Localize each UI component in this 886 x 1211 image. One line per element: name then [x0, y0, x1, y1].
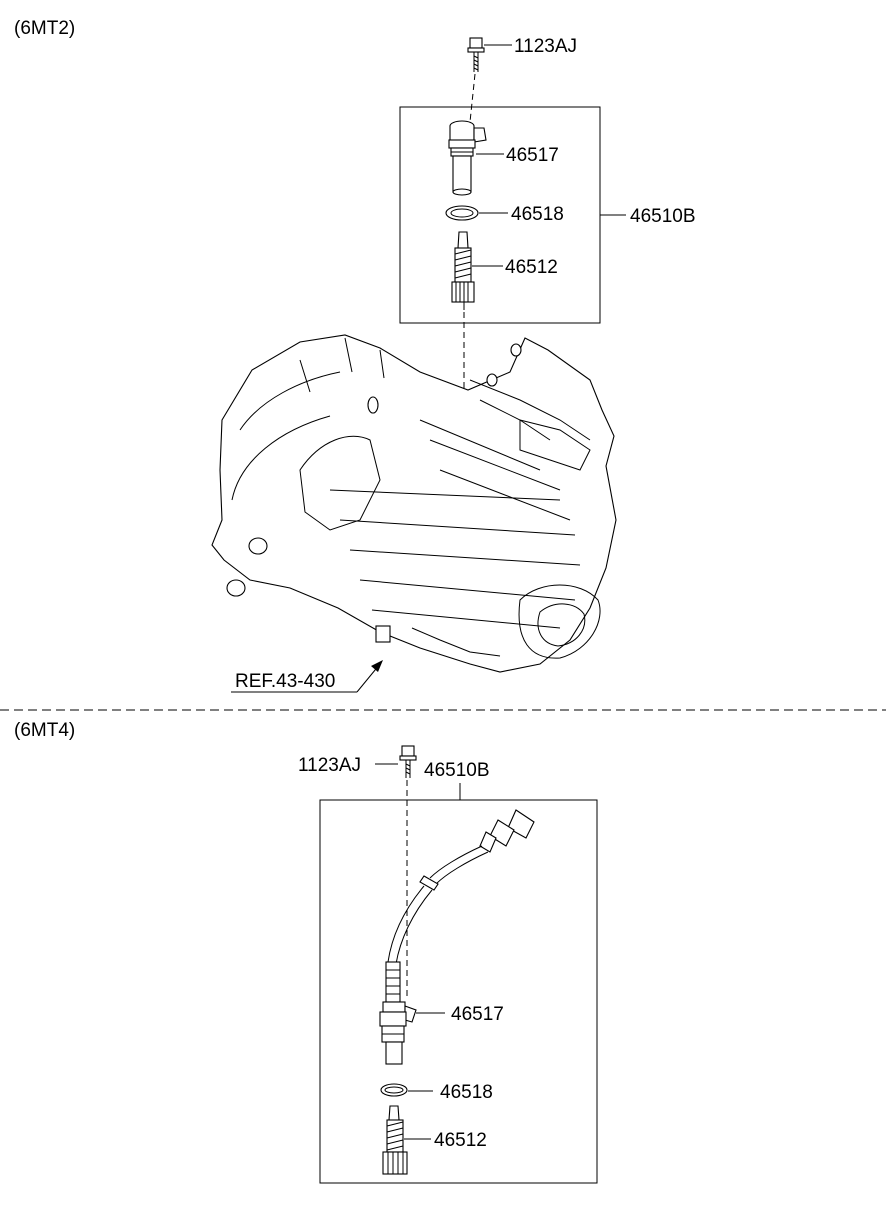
- callout-bolt-6mt2: 1123AJ: [514, 36, 577, 57]
- callout-gear-6mt2: 46512: [505, 257, 558, 278]
- install-axis-upper: [469, 73, 476, 123]
- callout-assembly-6mt2: 46510B: [630, 206, 696, 227]
- driven-gear-part-6mt4: [382, 1105, 408, 1175]
- callout-sensor-6mt2: 46517: [506, 145, 559, 166]
- callout-oring-6mt4: 46518: [440, 1082, 493, 1103]
- ref-arrow-head: [371, 660, 383, 672]
- section-6mt4: (6MT4) 1123AJ 46510B: [14, 720, 598, 1184]
- harness-sensor-part: [379, 809, 535, 1065]
- assembly-box-6mt4: [319, 799, 598, 1184]
- bolt-part-6mt4: [399, 745, 417, 778]
- callout-sensor-6mt4: 46517: [451, 1004, 504, 1025]
- callout-oring-6mt2: 46518: [511, 204, 564, 225]
- bolt-part: [467, 37, 485, 72]
- assembly-box-6mt2: [399, 106, 601, 324]
- driven-gear-part: [451, 231, 475, 310]
- o-ring-part: [445, 205, 479, 221]
- transaxle-housing: [211, 334, 617, 673]
- callout-assembly-6mt4: 46510B: [424, 760, 490, 781]
- section-6mt2: (6MT2) 1123AJ 46510B 46: [14, 18, 696, 693]
- ref-label: REF.43-430: [235, 671, 335, 692]
- callout-bolt-6mt4: 1123AJ: [298, 755, 361, 776]
- variant-label-6mt2: (6MT2): [14, 18, 75, 39]
- speed-sensor-part: [448, 120, 487, 196]
- o-ring-part-6mt4: [380, 1083, 408, 1097]
- callout-gear-6mt4: 46512: [434, 1130, 487, 1151]
- variant-label-6mt4: (6MT4): [14, 720, 75, 741]
